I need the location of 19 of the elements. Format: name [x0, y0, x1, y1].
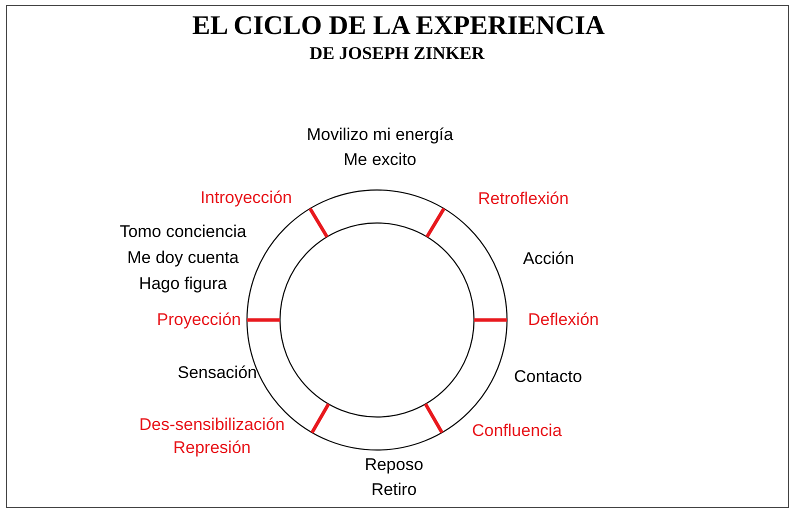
phase-label: Sensación	[178, 363, 257, 383]
phase-label: Me excito	[344, 150, 416, 170]
title: EL CICLO DE LA EXPERIENCIA	[191, 9, 606, 41]
resistance-label: Retroflexión	[478, 189, 569, 209]
resistance-label: Represión	[173, 438, 251, 458]
resistance-label: Deflexión	[528, 310, 599, 330]
phase-label: Reposo	[364, 455, 424, 475]
phase-label: Acción	[523, 249, 574, 269]
phase-label: Me doy cuenta	[127, 248, 239, 268]
phase-label: Tomo conciencia	[120, 222, 246, 242]
phase-label: Movilizo mi energía	[306, 125, 454, 145]
resistance-label: Des-sensibilización	[139, 415, 285, 435]
resistance-label: Proyección	[156, 310, 241, 330]
phase-label: Hago figura	[139, 274, 227, 294]
phase-label: Retiro	[371, 480, 417, 500]
resistance-label: Confluencia	[472, 421, 562, 441]
phase-label: Contacto	[514, 367, 582, 387]
resistance-label: Introyección	[200, 188, 292, 208]
subtitle: DE JOSEPH ZINKER	[309, 43, 485, 63]
